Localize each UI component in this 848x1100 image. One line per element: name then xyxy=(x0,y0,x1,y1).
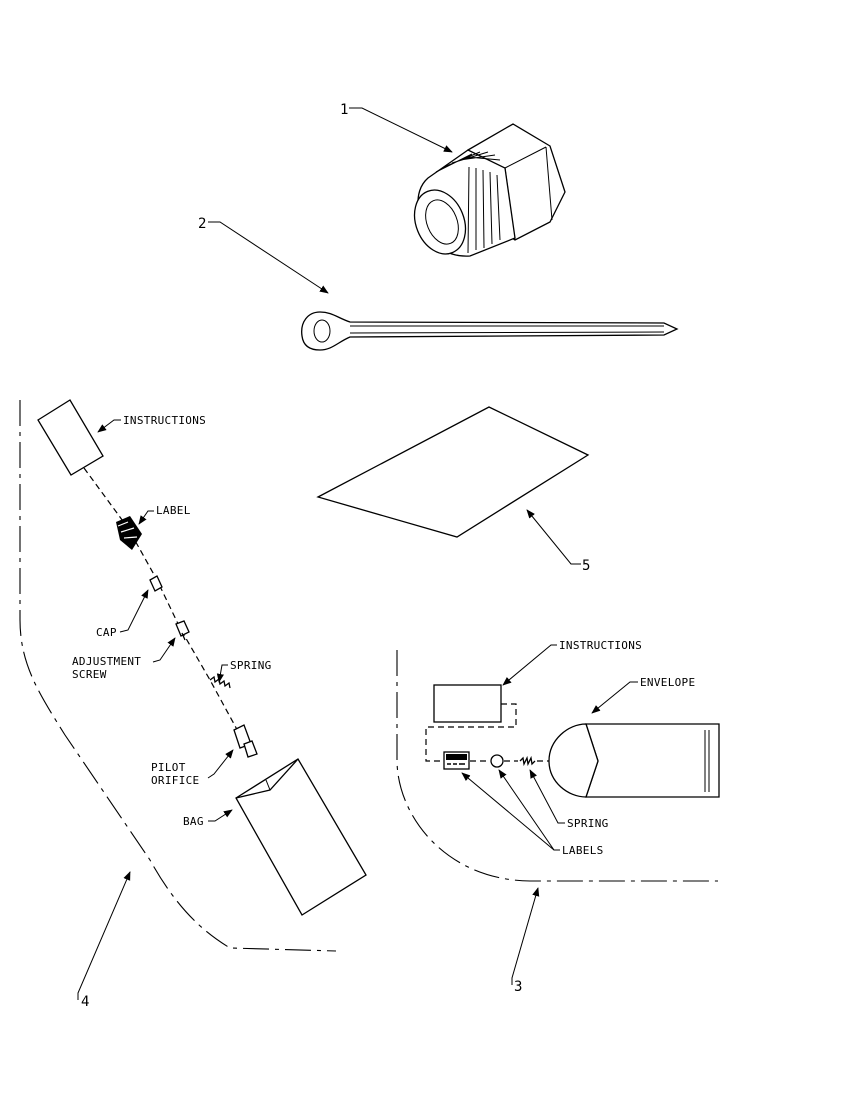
kit4-cap-part xyxy=(149,575,163,592)
kit3-assembly-line-a xyxy=(425,703,517,762)
kit3-instructions-label: INSTRUCTIONS xyxy=(559,639,642,652)
kit4-instructions-label: INSTRUCTIONS xyxy=(123,414,206,427)
kit4-orifice-label: ORIFICE xyxy=(151,774,199,787)
kit3-envelope-part xyxy=(548,723,720,798)
leader-lines xyxy=(77,107,638,1000)
callout-3: 3 xyxy=(514,979,522,995)
callout-5: 5 xyxy=(582,558,590,574)
kit3-labels-label: LABELS xyxy=(562,844,604,857)
kit3-spring-label: SPRING xyxy=(567,817,609,830)
kit3-round-label-part xyxy=(490,754,504,768)
kit3-border xyxy=(396,650,718,882)
kit4-spring-label: SPRING xyxy=(230,659,272,672)
kit4-adjustment-screw-part xyxy=(175,620,190,641)
kit4-bag-label: BAG xyxy=(183,815,204,828)
kit4-bag-part xyxy=(235,758,367,916)
callout-2: 2 xyxy=(198,216,206,232)
kit3-envelope-label: ENVELOPE xyxy=(640,676,695,689)
kit4-border xyxy=(19,400,337,952)
callout-1: 1 xyxy=(340,102,348,118)
gasket-sheet xyxy=(316,406,590,538)
kit4-cap-label: CAP xyxy=(96,626,117,639)
kit4-adjustment-label: ADJUSTMENT xyxy=(72,655,141,668)
kit4-pilot-label: PILOT xyxy=(151,761,186,774)
kit4-screw-label: SCREW xyxy=(72,668,107,681)
callout-4: 4 xyxy=(81,994,89,1010)
kit3-labels-part xyxy=(443,751,470,770)
pipe-fitting xyxy=(413,123,566,257)
kit4-instructions-card xyxy=(37,399,104,476)
kit4-pilot-orifice-part xyxy=(233,724,258,758)
kit4-spring-part xyxy=(209,675,231,689)
kit3-spring-part xyxy=(519,755,536,767)
cotter-rod xyxy=(301,311,679,351)
kit4-assembly-line xyxy=(83,467,241,736)
kit3-instructions-card xyxy=(433,684,502,723)
kit4-label-label: LABEL xyxy=(156,504,191,517)
kit4-label-part xyxy=(116,516,142,550)
